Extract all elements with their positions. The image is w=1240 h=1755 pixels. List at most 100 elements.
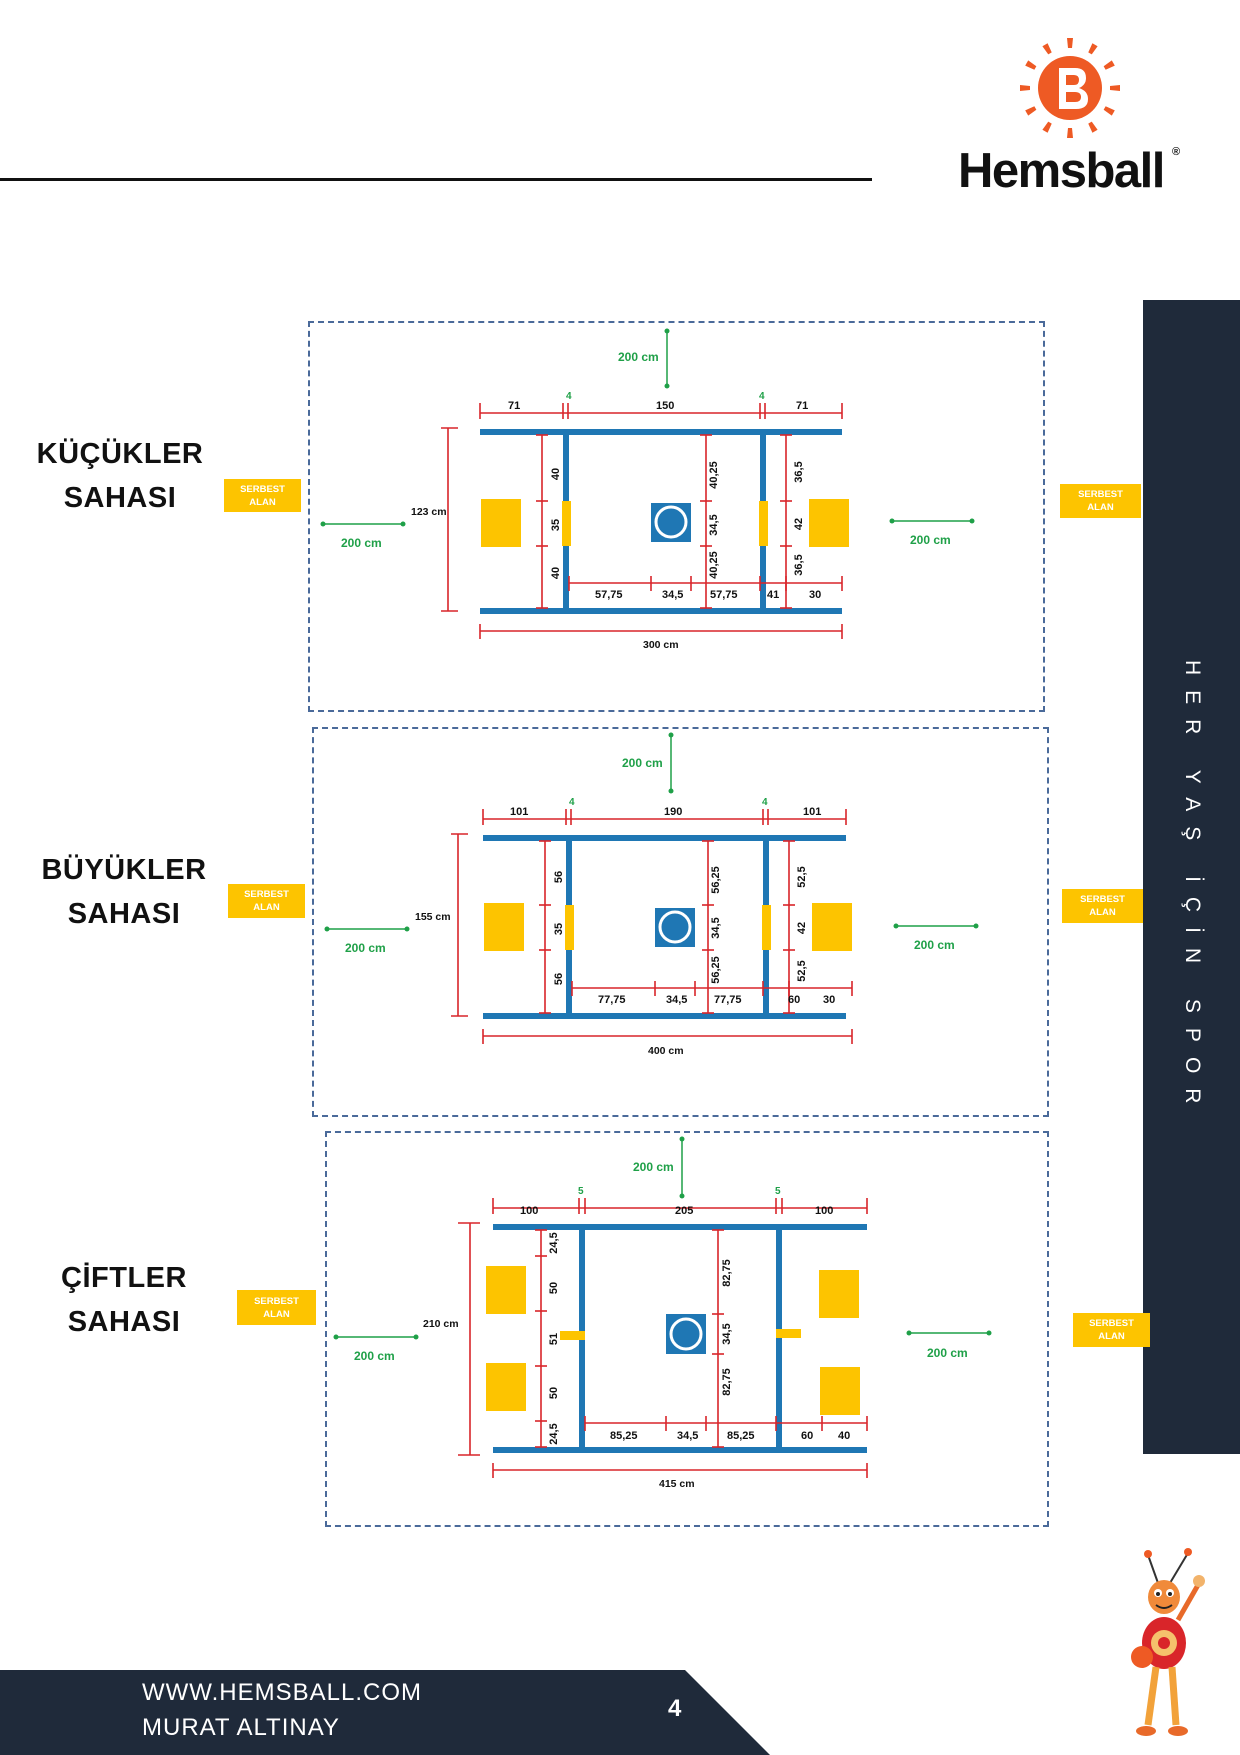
dim-label: 77,75 xyxy=(598,994,626,1006)
post-width-label: 5 xyxy=(775,1186,781,1197)
title-line-1: BÜYÜKLER xyxy=(41,854,207,886)
yellow-zone xyxy=(812,903,852,951)
section-title-ciftler: ÇİFTLER SAHASI xyxy=(24,1256,224,1344)
post-width-label: 4 xyxy=(759,391,765,402)
right-clearance-label: 200 cm xyxy=(927,1346,968,1360)
right-clearance-label: 200 cm xyxy=(914,938,955,952)
left-clearance-label: 200 cm xyxy=(341,536,382,550)
post-width-label: 4 xyxy=(762,797,768,808)
dim-label: 34,5 xyxy=(721,1323,733,1344)
title-line-1: ÇİFTLER xyxy=(61,1262,187,1294)
top-clearance-label: 200 cm xyxy=(633,1160,674,1174)
dim-label: 82,75 xyxy=(721,1368,733,1396)
yellow-zone xyxy=(484,903,524,951)
court-bottom-line xyxy=(483,1013,846,1019)
dim-label: 82,75 xyxy=(721,1259,733,1287)
top-clearance-label: 200 cm xyxy=(622,756,663,770)
court-panel-ciftler xyxy=(325,1131,1049,1527)
dim-label: 40 xyxy=(838,1430,850,1442)
left-clearance-label: 200 cm xyxy=(354,1349,395,1363)
court-right-post xyxy=(776,1224,782,1453)
width-label: 400 cm xyxy=(648,1045,684,1057)
right-clearance-label: 200 cm xyxy=(910,533,951,547)
court-diagram-ciftler: 200 cm 200 cm 200 cm xyxy=(333,1136,992,1490)
dim-label: 101 xyxy=(510,806,528,818)
dim-label: 71 xyxy=(796,400,808,412)
dim-label: 40 xyxy=(550,468,562,480)
yellow-zone xyxy=(481,499,521,547)
goal-marker xyxy=(776,1329,801,1338)
center-circle-icon xyxy=(658,910,692,944)
height-label: 123 cm xyxy=(411,506,447,518)
court-panel-buyukler xyxy=(312,727,1049,1117)
center-box xyxy=(666,1314,706,1354)
dim-label: 60 xyxy=(801,1430,813,1442)
dim-label: 52,5 xyxy=(796,866,808,887)
goal-marker xyxy=(565,905,574,950)
left-clearance-label: 200 cm xyxy=(345,941,386,955)
dim-label: 34,5 xyxy=(677,1430,698,1442)
dim-label: 56 xyxy=(553,871,565,883)
section-title-buyukler: BÜYÜKLER SAHASI xyxy=(24,848,224,936)
dim-label: 40,25 xyxy=(708,551,720,579)
title-line-2: SAHASI xyxy=(67,898,181,930)
dim-label: 24,5 xyxy=(548,1232,560,1253)
dim-label: 50 xyxy=(548,1282,560,1294)
dim-label: 51 xyxy=(548,1333,560,1345)
dim-label: 40,25 xyxy=(708,461,720,489)
dim-label: 52,5 xyxy=(796,960,808,981)
section-title-kucukler: KÜÇÜKLER SAHASI xyxy=(20,432,220,520)
dim-label: 56,25 xyxy=(710,866,722,894)
dim-label: 30 xyxy=(823,994,835,1006)
dim-label: 57,75 xyxy=(710,589,738,601)
yellow-zone xyxy=(486,1363,526,1411)
height-label: 155 cm xyxy=(415,911,451,923)
dim-label: 101 xyxy=(803,806,821,818)
side-banner xyxy=(1143,300,1240,1454)
court-bottom-line xyxy=(493,1447,867,1453)
hemsball-sun-icon xyxy=(1020,38,1120,138)
dim-label: 36,5 xyxy=(793,554,805,575)
dim-label: 85,25 xyxy=(727,1430,755,1442)
goal-marker xyxy=(759,501,768,546)
court-bottom-line xyxy=(480,608,842,614)
registered-mark: ® xyxy=(1172,146,1181,158)
footer-website-link[interactable]: WWW.HEMSBALL.COM xyxy=(142,1679,423,1706)
title-line-2: SAHASI xyxy=(67,1306,181,1338)
dim-label: 60 xyxy=(788,994,800,1006)
goal-marker xyxy=(762,905,771,950)
width-label: 415 cm xyxy=(659,1478,695,1490)
title-line-1: KÜÇÜKLER xyxy=(36,438,204,470)
court-top-line xyxy=(480,429,842,435)
top-clearance-label: 200 cm xyxy=(618,350,659,364)
court-diagram-kucukler: 200 cm 200 cm 200 cm xyxy=(320,328,975,651)
court-diagram-buyukler: 200 cm 200 cm 200 cm xyxy=(324,732,979,1057)
dim-label: 42 xyxy=(793,518,805,530)
dim-label: 50 xyxy=(548,1387,560,1399)
center-circle-icon xyxy=(669,1317,703,1351)
center-circle-icon xyxy=(654,505,688,539)
goal-marker xyxy=(560,1331,585,1340)
footer-author: MURAT ALTINAY xyxy=(142,1714,340,1741)
dim-label: 34,5 xyxy=(710,917,722,938)
dim-label: 56,25 xyxy=(710,956,722,984)
dim-label: 100 xyxy=(815,1205,833,1217)
dim-label: 77,75 xyxy=(714,994,742,1006)
dim-label: 85,25 xyxy=(610,1430,638,1442)
yellow-zone xyxy=(809,499,849,547)
yellow-zone xyxy=(486,1266,526,1314)
dim-label: 30 xyxy=(809,589,821,601)
court-top-line xyxy=(483,835,846,841)
dim-label: 100 xyxy=(520,1205,538,1217)
yellow-zone xyxy=(819,1270,859,1318)
dim-label: 24,5 xyxy=(548,1423,560,1444)
page-number: 4 xyxy=(668,1695,682,1722)
dim-label: 42 xyxy=(796,922,808,934)
dim-label: 190 xyxy=(664,806,682,818)
